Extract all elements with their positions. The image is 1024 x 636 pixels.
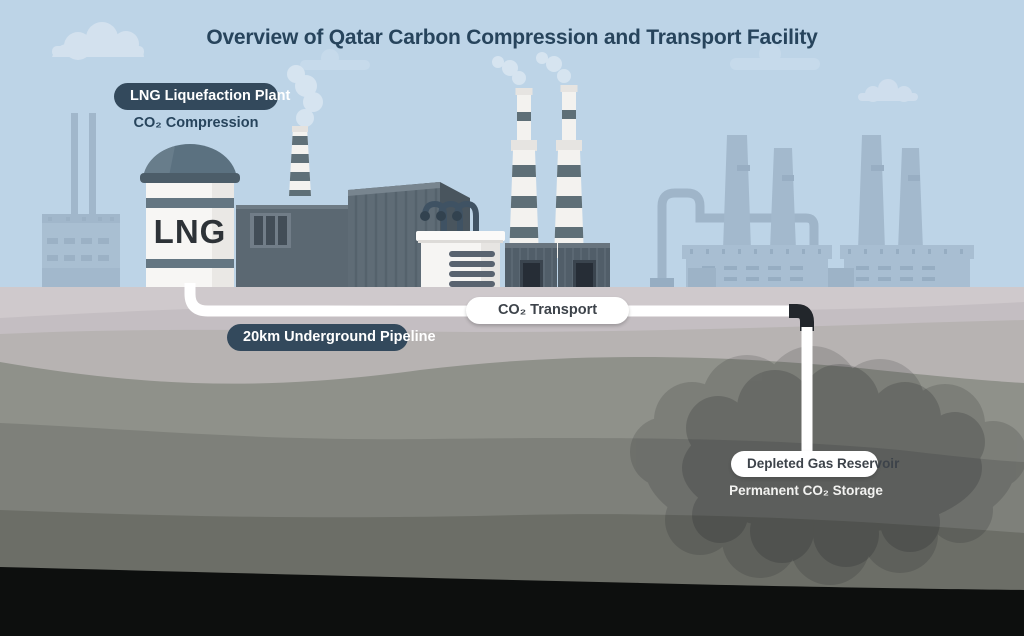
background-factory-complex: [650, 135, 974, 290]
pipe-flange-icon: [420, 211, 462, 221]
co2-transport-badge: CO₂ Transport: [466, 297, 629, 324]
lng-plant-badge: LNG Liquefaction Plant: [114, 83, 290, 110]
permanent-storage-caption: Permanent CO₂ Storage: [729, 483, 883, 498]
striped-chimney-icon: [289, 126, 311, 196]
co2-pipeline: [184, 283, 814, 453]
depleted-gas-reservoir-badge: Depleted Gas Reservoir: [731, 451, 899, 477]
underground-pipeline-badge: 20km Underground Pipeline: [227, 324, 436, 351]
factory-building: [236, 205, 350, 290]
smoke-icon: [287, 52, 571, 127]
page-title: Overview of Qatar Carbon Compression and…: [206, 26, 818, 49]
background-building-left: [42, 113, 120, 290]
cloud-right-icon: [858, 79, 918, 102]
lng-tank-label: LNG: [153, 213, 227, 250]
smokestack-b-icon: [554, 85, 584, 258]
cloud-left-icon: [52, 22, 144, 60]
smokestack-a-icon: [509, 88, 539, 258]
cloud-faint-icon: [300, 43, 820, 70]
co2-compression-caption: CO₂ Compression: [133, 115, 259, 131]
vent-building: [416, 231, 505, 290]
boiler-buildings: [505, 243, 610, 290]
lng-tank: [140, 144, 240, 290]
